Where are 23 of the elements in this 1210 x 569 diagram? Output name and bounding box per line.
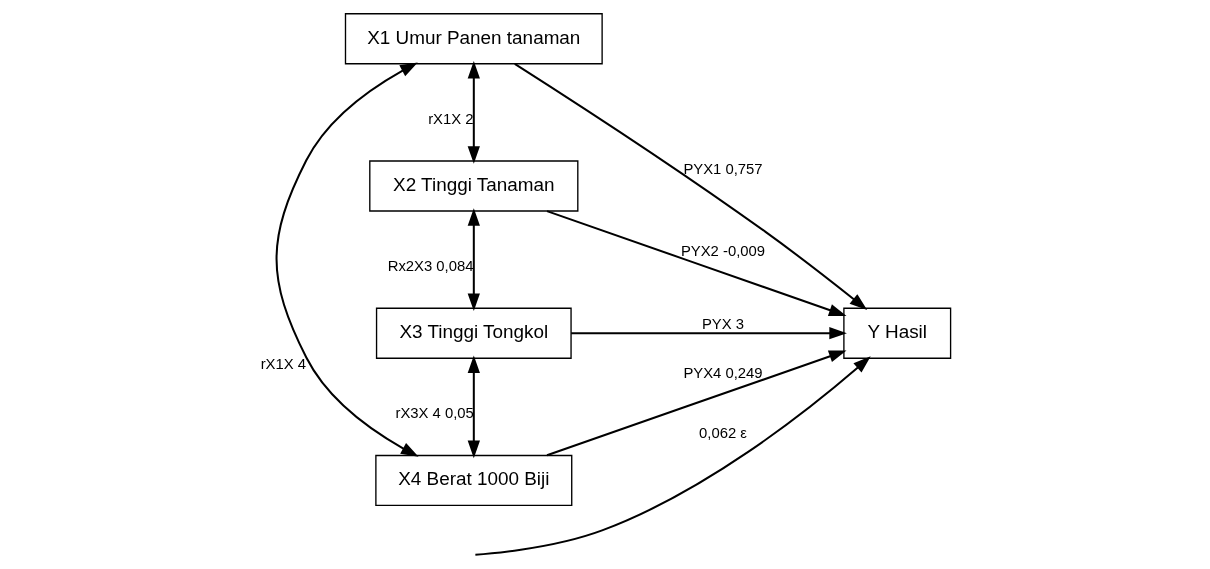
- edge-label: rX1X 4: [260, 356, 306, 373]
- node-box: X3 Tinggi Tongkol: [375, 307, 572, 359]
- edge-label: Rx2X3 0,084: [387, 257, 473, 274]
- arrow: [467, 60, 480, 164]
- arrow: [546, 210, 846, 316]
- arrow: [275, 62, 419, 457]
- node-box: X2 Tinggi Tanaman: [368, 160, 578, 212]
- arrow: [467, 208, 480, 311]
- node-box: X4 Berat 1000 Biji: [374, 454, 572, 507]
- arrow: [513, 62, 867, 310]
- edge-label: PYX2 -0,009: [680, 242, 765, 259]
- edge-label: rX3X 4 0,05: [394, 405, 474, 422]
- arrow: [546, 350, 847, 457]
- arrow: [570, 327, 847, 340]
- arrow: [467, 355, 480, 459]
- edge-label: PYX1 0,757: [682, 160, 763, 177]
- edge-label: 0,062 ε: [698, 425, 747, 442]
- edge-label: PYX 3: [701, 315, 744, 332]
- arrow: [474, 356, 871, 556]
- edge-label: rX1X 2: [427, 110, 474, 127]
- node-box: X1 Umur Panen tanaman: [344, 13, 603, 65]
- node-box: Y Hasil: [842, 307, 951, 359]
- edge-label: PYX4 0,249: [682, 364, 763, 381]
